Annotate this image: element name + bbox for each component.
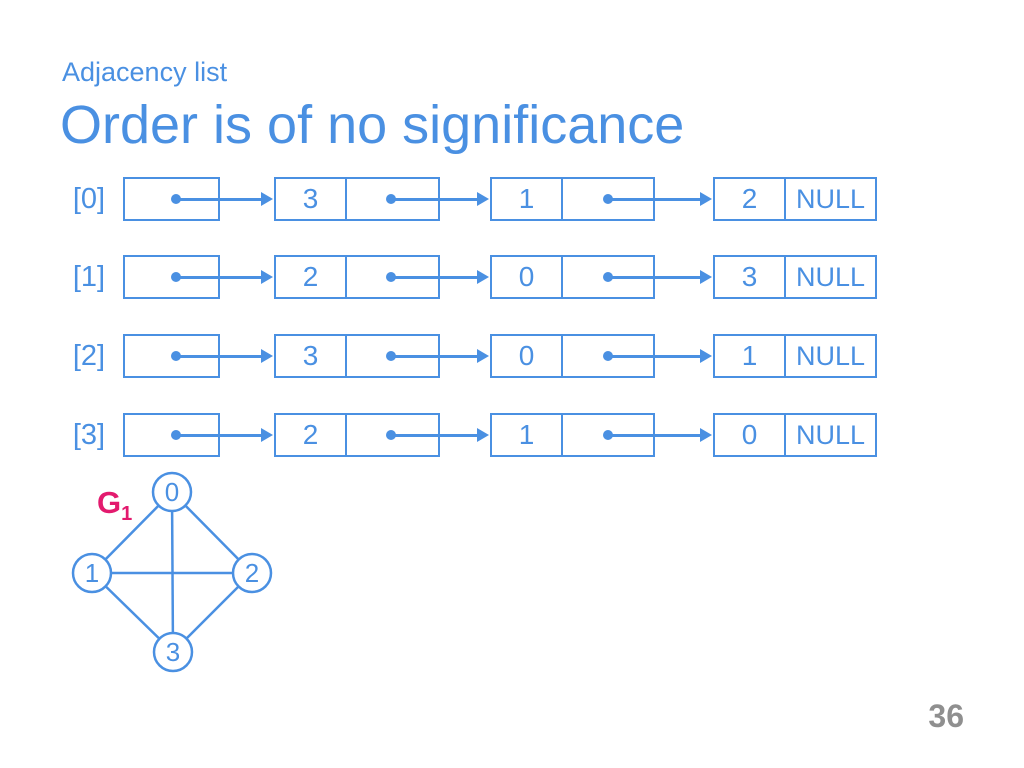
graph-node-circle [231, 552, 273, 594]
row-index-label: [3] [72, 419, 106, 451]
pointer-arrow [386, 349, 489, 363]
node-value: 1 [741, 340, 758, 371]
graph-nodes: 0 1 2 3 [71, 471, 273, 673]
node-pointer-cell [345, 415, 438, 455]
node-pointer-cell [345, 257, 438, 297]
graph-edges [91, 491, 253, 653]
node-pointer-cell [561, 179, 653, 219]
pointer-arrow [603, 192, 712, 206]
graph-diagram: 0 1 2 3 [71, 471, 273, 673]
node-pointer-cell [561, 336, 653, 376]
node-pointer-cell [561, 415, 653, 455]
node-value: 1 [518, 183, 535, 214]
adjacency-row-0: [0] 3 1 2 NULL [0, 177, 1024, 221]
node-value: 2 [302, 419, 319, 450]
node-value: 3 [302, 183, 319, 214]
pointer-arrow [171, 192, 273, 206]
node-pointer-cell [345, 179, 438, 219]
page-number: 36 [928, 698, 964, 734]
slide-subtitle: Adjacency list [62, 57, 228, 87]
null-terminator: NULL [784, 336, 875, 376]
pointer-arrow [171, 270, 273, 284]
graph-node-label: 3 [166, 637, 180, 667]
pointer-arrow [603, 349, 712, 363]
node-value: 0 [518, 340, 535, 371]
pointer-arrow [171, 428, 273, 442]
pointer-arrow [603, 428, 712, 442]
adjacency-row-1: [1] 2 0 3 NULL [0, 255, 1024, 299]
list-node: 2 NULL [713, 177, 877, 221]
null-terminator: NULL [784, 179, 875, 219]
node-value: 1 [518, 419, 535, 450]
node-value: 2 [741, 183, 758, 214]
row-index-label: [0] [72, 183, 106, 215]
node-value: 3 [302, 340, 319, 371]
graph-node-label: 2 [245, 558, 259, 588]
graph-node-label: 0 [165, 477, 179, 507]
graph-node-label: 1 [85, 558, 99, 588]
graph-name: G [97, 485, 122, 520]
graph-node-circle [152, 631, 194, 673]
row-index-label: [2] [72, 340, 106, 372]
node-value: 3 [741, 261, 758, 292]
list-node: 3 NULL [713, 255, 877, 299]
list-node: 2 [274, 413, 440, 457]
graph-name-subscript: 1 [121, 503, 133, 526]
pointer-arrow [386, 428, 489, 442]
list-node: 0 [490, 334, 655, 378]
node-value: 0 [518, 261, 535, 292]
null-terminator: NULL [784, 257, 875, 297]
page-title: Order is of no significance [60, 95, 685, 155]
node-value: 0 [741, 419, 758, 450]
list-node: 0 NULL [713, 413, 877, 457]
graph-node-circle [151, 471, 193, 513]
pointer-arrow [603, 270, 712, 284]
list-node: 1 NULL [713, 334, 877, 378]
node-value: 2 [302, 261, 319, 292]
graph-node-circle [71, 552, 113, 594]
pointer-arrow [386, 270, 489, 284]
adjacency-row-2: [2] 3 0 1 NULL [0, 334, 1024, 378]
adjacency-row-3: [3] 2 1 0 NULL [0, 413, 1024, 457]
row-index-label: [1] [72, 261, 106, 293]
node-pointer-cell [345, 336, 438, 376]
pointer-arrow [171, 349, 273, 363]
pointer-arrow [386, 192, 489, 206]
graph-name-label: G1 [97, 485, 132, 524]
null-terminator: NULL [784, 415, 875, 455]
node-pointer-cell [561, 257, 653, 297]
